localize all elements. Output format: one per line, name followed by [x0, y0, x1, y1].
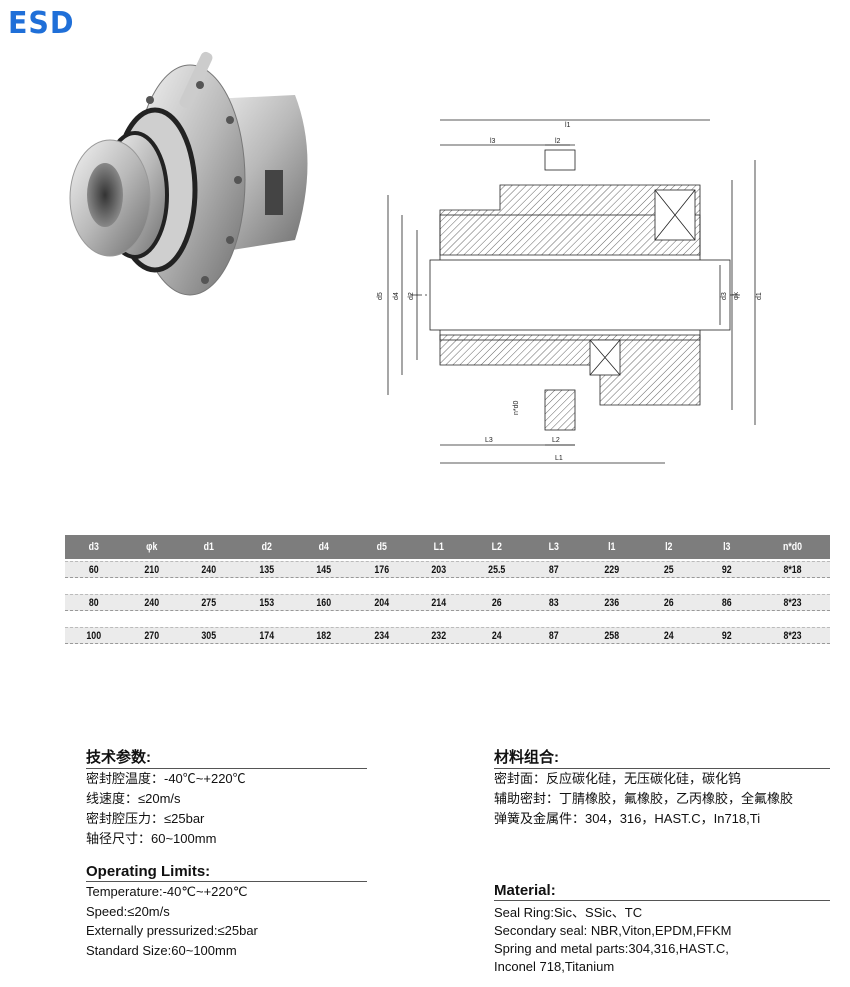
list-item: 线速度：≤20m/s [86, 791, 181, 806]
dim-d4: d4 [393, 292, 400, 300]
materials-en: Material: Seal Ring:Sic、SSic、TC Secondar… [494, 882, 830, 976]
dim-phik: φk [733, 291, 740, 300]
product-photo [69, 51, 308, 296]
table-cell: 203 [431, 563, 447, 576]
table-cell: 214 [431, 596, 447, 609]
dim-d5: d5 [377, 292, 384, 300]
operating-limits: Operating Limits: Temperature:-40℃~+220℃… [86, 863, 367, 960]
list-item: Seal Ring:Sic、SSic、TC [494, 905, 643, 920]
column-header: φk [145, 541, 157, 553]
list-item: Standard Size:60~100mm [86, 942, 237, 958]
section-title: Material: [494, 882, 830, 901]
section-title: Operating Limits: [86, 863, 367, 882]
table-cell: 258 [603, 629, 619, 642]
list-item: 密封腔压力：≤25bar [86, 811, 205, 826]
list-item: 密封面：反应碳化硅，无压碳化硅，碳化钨 [494, 771, 742, 786]
column-header: L1 [433, 541, 444, 553]
column-header: d4 [318, 541, 329, 553]
table-cell: 176 [373, 563, 389, 576]
table-row: 100 270 305 174 182 234 232 24 87 258 24 92 8*23 [65, 627, 830, 644]
table-header: d3 φk d1 d2 d4 d5 L1 L2 L3 l1 l2 l3 n*d0 [65, 535, 830, 559]
section-title: 技术参数: [86, 746, 367, 769]
table-row: 80 240 275 153 160 204 214 26 83 236 26 86 8*23 [65, 594, 830, 611]
table-cell: 270 [143, 629, 159, 642]
table-cell: 24 [663, 629, 674, 642]
dim-L2: L2 [552, 437, 560, 444]
materials-cn: 材料组合: 密封面：反应碳化硅，无压碳化硅，碳化钨 辅助密封：丁腈橡胶，氟橡胶，… [494, 746, 830, 829]
table-cell: 25 [663, 563, 674, 576]
dim-d1: d1 [756, 292, 763, 300]
section-title: 材料组合: [494, 746, 830, 769]
table-row: 60 210 240 135 145 176 203 25.5 87 229 25 92 8*18 [65, 561, 830, 578]
column-header: d5 [376, 541, 387, 553]
table-cell: 60 [88, 563, 99, 576]
column-header: d2 [261, 541, 272, 553]
table-cell: 25.5 [487, 563, 505, 576]
column-header: l2 [665, 541, 673, 553]
table-cell: 153 [258, 596, 274, 609]
column-header: n*d0 [782, 541, 803, 553]
table-cell: 24 [491, 629, 502, 642]
table-cell: 26 [491, 596, 502, 609]
list-item: Spring and metal parts:304,316,HAST.C, [494, 941, 729, 956]
table-cell: 87 [548, 563, 559, 576]
table-cell: 210 [143, 563, 159, 576]
list-item: 轴径尺寸：60~100mm [86, 831, 217, 846]
table-cell: 86 [721, 596, 732, 609]
table-cell: 80 [88, 596, 99, 609]
brand-logo: ESD [8, 6, 75, 41]
tech-params-cn: 技术参数: 密封腔温度：-40℃~+220℃ 线速度：≤20m/s 密封腔压力：… [86, 746, 367, 849]
list-item: 辅助密封：丁腈橡胶，氟橡胶，乙丙橡胶，全氟橡胶 [494, 791, 794, 806]
table-cell: 174 [258, 629, 274, 642]
dim-l1: l1 [565, 122, 571, 129]
table-cell: 240 [201, 563, 217, 576]
table-cell: 240 [143, 596, 159, 609]
list-item: 密封腔温度：-40℃~+220℃ [86, 771, 246, 786]
list-item: Secondary seal: NBR,Viton,EPDM,FFKM [494, 923, 732, 938]
table-cell: 275 [201, 596, 217, 609]
dim-d3: d3 [721, 292, 728, 300]
column-header: L3 [548, 541, 559, 553]
dim-l2: l2 [555, 138, 561, 145]
sectional-drawing: l1 l3 l2 d5 d4 d2 d3 φk d1 n*d0 L3 L2 L1 [377, 119, 763, 464]
table-cell: 160 [316, 596, 332, 609]
table-cell: 229 [603, 563, 619, 576]
table-cell: 135 [258, 563, 274, 576]
column-header: l3 [722, 541, 730, 553]
list-item: Externally pressurized:≤25bar [86, 923, 258, 938]
table-cell: 8*23 [783, 596, 802, 609]
column-header: d1 [203, 541, 214, 553]
column-header: d3 [88, 541, 99, 553]
table-cell: 232 [431, 629, 447, 642]
table-cell: 182 [316, 629, 332, 642]
table-cell: 305 [201, 629, 217, 642]
table-cell: 92 [721, 563, 732, 576]
dim-d2: d2 [408, 292, 415, 300]
list-item: 弹簧及金属件：304，316，HAST.C，In718,Ti [494, 811, 761, 826]
table-cell: 87 [548, 629, 559, 642]
table-cell: 26 [663, 596, 674, 609]
list-item: Temperature:-40℃~+220℃ [86, 884, 248, 899]
dim-l3: l3 [490, 138, 496, 145]
table-cell: 100 [86, 629, 102, 642]
table-cell: 8*18 [783, 563, 802, 576]
table-cell: 236 [603, 596, 619, 609]
dimension-table: d3 φk d1 d2 d4 d5 L1 L2 L3 l1 l2 l3 n*d0 60 210 240 135… [65, 535, 830, 660]
list-item: Inconel 718,Titanium [494, 959, 615, 974]
dim-L3: L3 [485, 437, 493, 444]
column-header: l1 [607, 541, 615, 553]
table-cell: 204 [373, 596, 389, 609]
table-cell: 8*23 [783, 629, 802, 642]
table-cell: 234 [373, 629, 389, 642]
dim-L1: L1 [555, 455, 563, 462]
table-cell: 145 [316, 563, 332, 576]
list-item: Speed:≤20m/s [86, 903, 170, 919]
dim-nd0: n*d0 [513, 400, 520, 415]
table-cell: 92 [721, 629, 732, 642]
table-cell: 83 [548, 596, 559, 609]
column-header: L2 [491, 541, 502, 553]
